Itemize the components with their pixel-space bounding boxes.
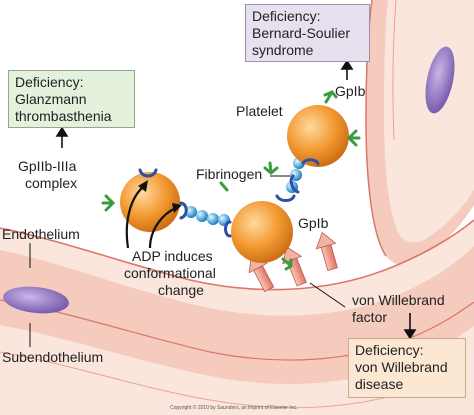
fibrinogen-chain-left [185, 206, 230, 226]
platelet-left [120, 172, 180, 232]
glanzmann-line1: Deficiency: [15, 74, 84, 90]
leader-lines [29, 243, 346, 347]
nucleus-left [3, 286, 69, 314]
deficiency-arrows [55, 59, 417, 340]
nucleus-right [425, 46, 455, 114]
adp-label-3: change [158, 282, 204, 298]
platelet-label: Platelet [236, 103, 283, 119]
adp-label-1: ADP induces [132, 248, 213, 264]
gp2b3a-receptor-icons [138, 158, 320, 238]
vwf-label-2: factor [352, 309, 388, 325]
adp-arrows [125, 185, 177, 249]
gp1b-top-label: GpIb [335, 83, 366, 99]
subendothelium-label: Subendothelium [2, 349, 104, 365]
vwd-box: Deficiency: von Willebrand disease [348, 338, 466, 398]
bernard-line3: syndrome [252, 42, 314, 58]
gp2b3a-label-2: complex [25, 175, 78, 191]
adp-arrowhead-1 [138, 180, 148, 192]
glanzmann-line3: thrombasthenia [15, 108, 112, 124]
vwd-line1: Deficiency: [355, 342, 424, 358]
gp2b3a-label-1: GpIIb-IIIa [18, 158, 77, 174]
endothelium-label: Endothelium [2, 226, 80, 242]
adp-label-2: conformational [124, 265, 216, 281]
fibrinogen-label: Fibrinogen [196, 166, 263, 182]
glanzmann-line2: Glanzmann [15, 91, 87, 107]
vwd-line2: von Willebrand [355, 359, 448, 375]
adp-arrowhead-2 [172, 203, 182, 213]
vessel-wall-right [365, 0, 474, 265]
glanzmann-box: Deficiency: Glanzmann thrombasthenia [8, 70, 135, 128]
platelet-top [287, 105, 349, 167]
bernard-line2: Bernard-Soulier [252, 25, 351, 41]
vwd-line3: disease [355, 376, 404, 392]
vwf-label-1: von Willebrand [352, 292, 445, 308]
copyright-text: Copyright © 2010 by Saunders, an imprint… [170, 405, 298, 411]
bernard-soulier-box: Deficiency: Bernard-Soulier syndrome [245, 4, 370, 62]
platelet-middle [231, 201, 293, 263]
gp1b-receptor-icons [101, 90, 361, 271]
bernard-line1: Deficiency: [252, 8, 321, 24]
gp1b-mid-label: GpIb [298, 215, 329, 231]
